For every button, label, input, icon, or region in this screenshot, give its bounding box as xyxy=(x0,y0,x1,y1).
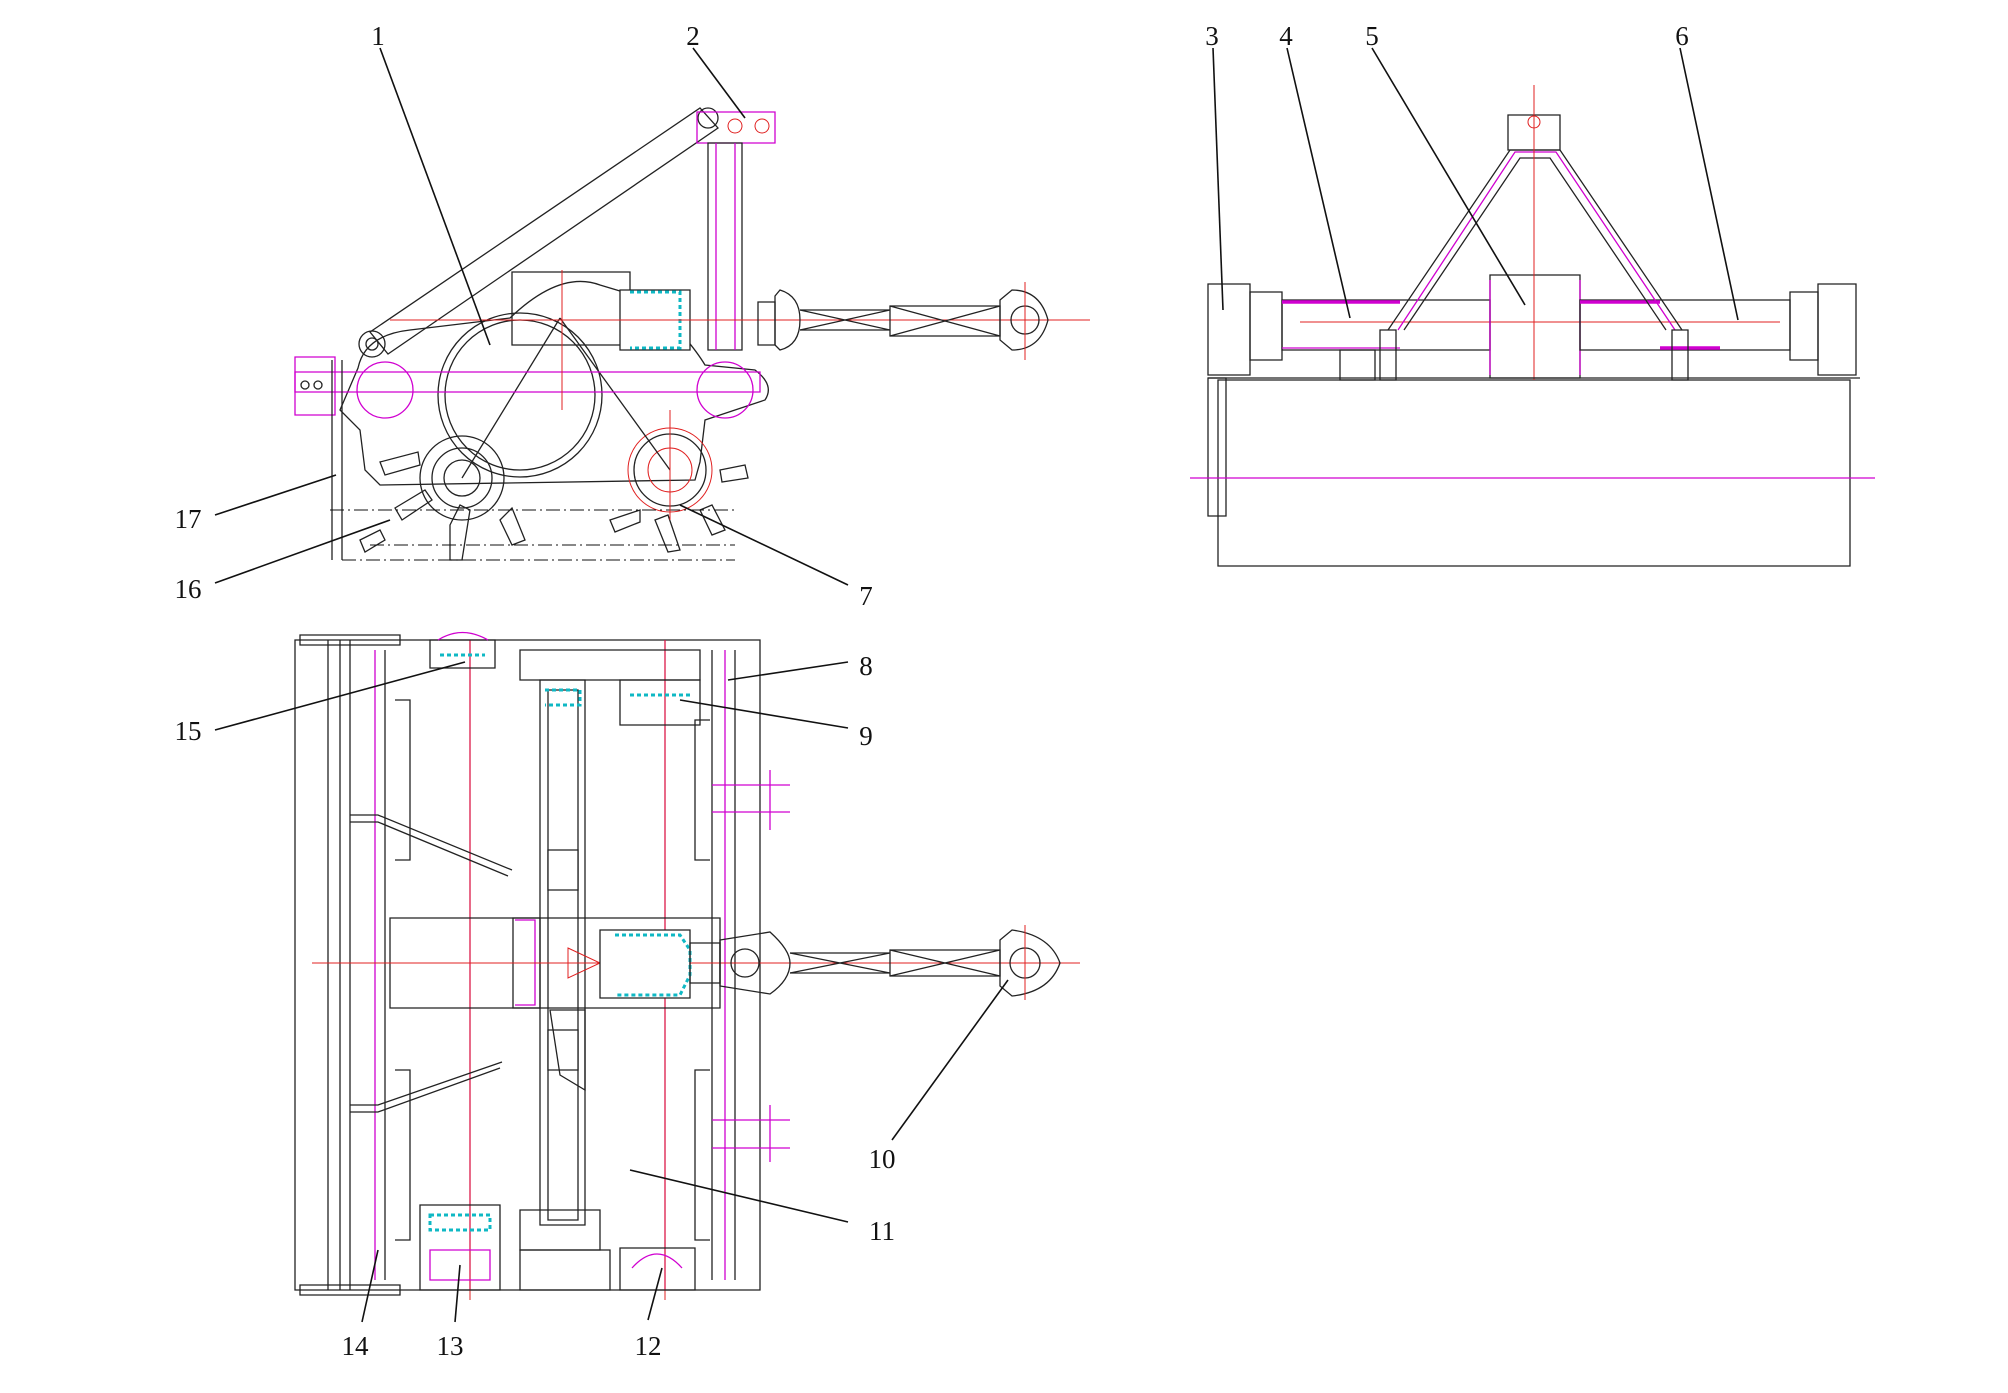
callout-12: 12 xyxy=(635,1331,662,1361)
side-view xyxy=(294,107,1090,561)
leader-1 xyxy=(379,47,491,346)
leader-2 xyxy=(692,47,746,119)
callout-11: 11 xyxy=(869,1216,895,1246)
leader-7 xyxy=(679,504,849,586)
callout-7: 7 xyxy=(859,581,873,611)
front-view xyxy=(1190,85,1875,567)
top-view xyxy=(294,631,1080,1300)
leader-9 xyxy=(679,699,849,729)
callout-14: 14 xyxy=(342,1331,370,1361)
leader-11 xyxy=(629,1169,849,1223)
leader-13 xyxy=(454,1264,461,1323)
callout-4: 4 xyxy=(1279,21,1293,51)
leader-16 xyxy=(214,519,391,584)
callout-1: 1 xyxy=(371,21,385,51)
callout-3: 3 xyxy=(1205,21,1219,51)
callout-6: 6 xyxy=(1675,21,1689,51)
leader-4 xyxy=(1286,47,1351,319)
callout-10: 10 xyxy=(869,1144,896,1174)
leader-14 xyxy=(361,1249,379,1323)
leader-10 xyxy=(891,979,1009,1141)
callout-2: 2 xyxy=(686,21,700,51)
callout-8: 8 xyxy=(859,651,873,681)
leader-3 xyxy=(1212,47,1224,311)
leader-lines xyxy=(214,47,1739,1323)
callout-labels: 1 2 3 4 5 6 7 8 9 10 11 12 13 14 15 16 1… xyxy=(175,21,1689,1361)
leader-12 xyxy=(647,1267,663,1321)
callout-9: 9 xyxy=(859,721,873,751)
leader-6 xyxy=(1679,47,1739,321)
leader-5 xyxy=(1371,47,1526,306)
callout-17: 17 xyxy=(175,504,202,534)
leader-17 xyxy=(214,474,337,516)
callout-13: 13 xyxy=(437,1331,464,1361)
callout-5: 5 xyxy=(1365,21,1379,51)
callout-16: 16 xyxy=(175,574,202,604)
callout-15: 15 xyxy=(175,716,202,746)
leader-15 xyxy=(214,661,466,731)
leader-8 xyxy=(727,661,849,681)
